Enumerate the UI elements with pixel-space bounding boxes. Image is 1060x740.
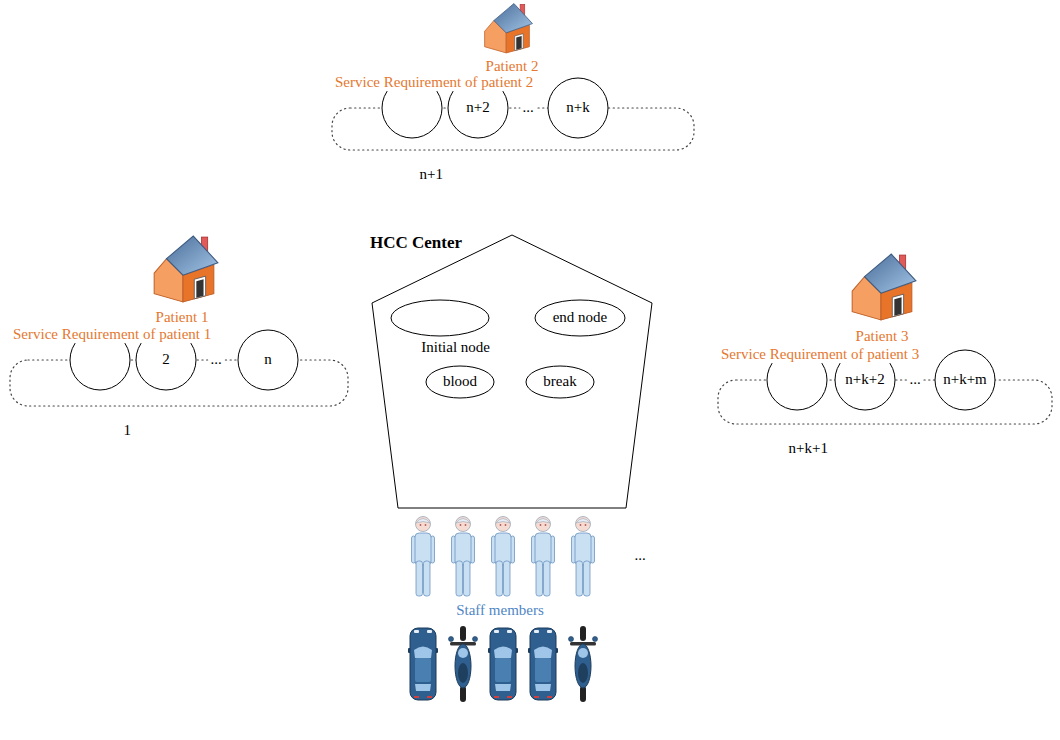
car-icon — [528, 628, 558, 700]
patient-house — [485, 4, 533, 53]
pentagon-outline — [372, 235, 652, 508]
ellipsis-mark: ... — [907, 371, 922, 388]
circle-outline — [935, 350, 995, 410]
ellipsis-mark: ... — [520, 99, 535, 116]
node-label: n+2 — [466, 99, 489, 116]
ellipse-outline — [391, 300, 489, 336]
center-node-ellipse: end node — [534, 299, 626, 337]
node-label: end node — [553, 309, 608, 326]
circle-outline — [548, 78, 608, 138]
staff-figure — [492, 517, 515, 597]
node-label: Initial node — [421, 340, 490, 357]
car-icon — [408, 628, 438, 700]
patient-house — [154, 236, 218, 302]
node-label: n+1 — [420, 167, 443, 184]
ellipsis-mark: ... — [208, 351, 223, 368]
motorbike-icon — [569, 626, 598, 702]
service-requirement-band: n+k+1n+k+2n+k+mService Requirement of pa… — [716, 346, 1054, 440]
center-node-ellipse: break — [525, 365, 595, 399]
circle-outline — [238, 330, 298, 390]
requirement-caption: Service Requirement of patient 3 — [716, 346, 924, 363]
motorbike-icon — [449, 626, 478, 702]
patient-house — [852, 254, 916, 320]
staff-label: Staff members — [454, 602, 546, 619]
ellipse-outline — [526, 366, 594, 398]
center-node-ellipse: blood — [425, 365, 495, 399]
service-requirement-band: 12nService Requirement of patient 1 — [8, 326, 350, 418]
service-circle: n — [237, 329, 299, 391]
staff-figure — [532, 517, 555, 597]
shape-outline — [390, 299, 490, 337]
requirement-caption: Service Requirement of patient 1 — [8, 326, 216, 343]
staff-figure — [452, 517, 475, 597]
node-label: blood — [443, 373, 477, 390]
ellipse-outline — [426, 366, 494, 398]
patient-label: Patient 3 — [854, 328, 911, 345]
node-label: n — [264, 351, 272, 368]
service-circle: n+k+m — [934, 349, 996, 411]
hcc-center-pentagon: Initial node end node blood break HCC Center — [370, 233, 654, 510]
requirement-caption: Service Requirement of patient 2 — [330, 74, 538, 91]
node-label: break — [543, 373, 576, 390]
center-title: HCC Center — [370, 233, 462, 253]
staff-figure — [572, 517, 595, 597]
service-circle: n+k — [547, 77, 609, 139]
node-label: n+k+m — [943, 371, 987, 388]
node-label: n+k+1 — [789, 441, 828, 458]
service-requirement-band: n+1n+2n+kService Requirement of patient … — [330, 74, 696, 166]
ellipse-outline — [535, 300, 625, 336]
patient-label: Patient 2 — [484, 58, 541, 75]
shape-outline — [370, 233, 654, 510]
node-label: 2 — [162, 351, 170, 368]
car-icon — [488, 628, 518, 700]
node-label: n+k+2 — [845, 371, 884, 388]
staff-figure — [412, 517, 435, 597]
node-label: n+k — [566, 99, 589, 116]
ellipsis-mark: ... — [632, 547, 647, 564]
patient-label: Patient 1 — [154, 309, 211, 326]
node-label: 1 — [124, 423, 132, 440]
center-node-ellipse: Initial node — [390, 299, 490, 337]
